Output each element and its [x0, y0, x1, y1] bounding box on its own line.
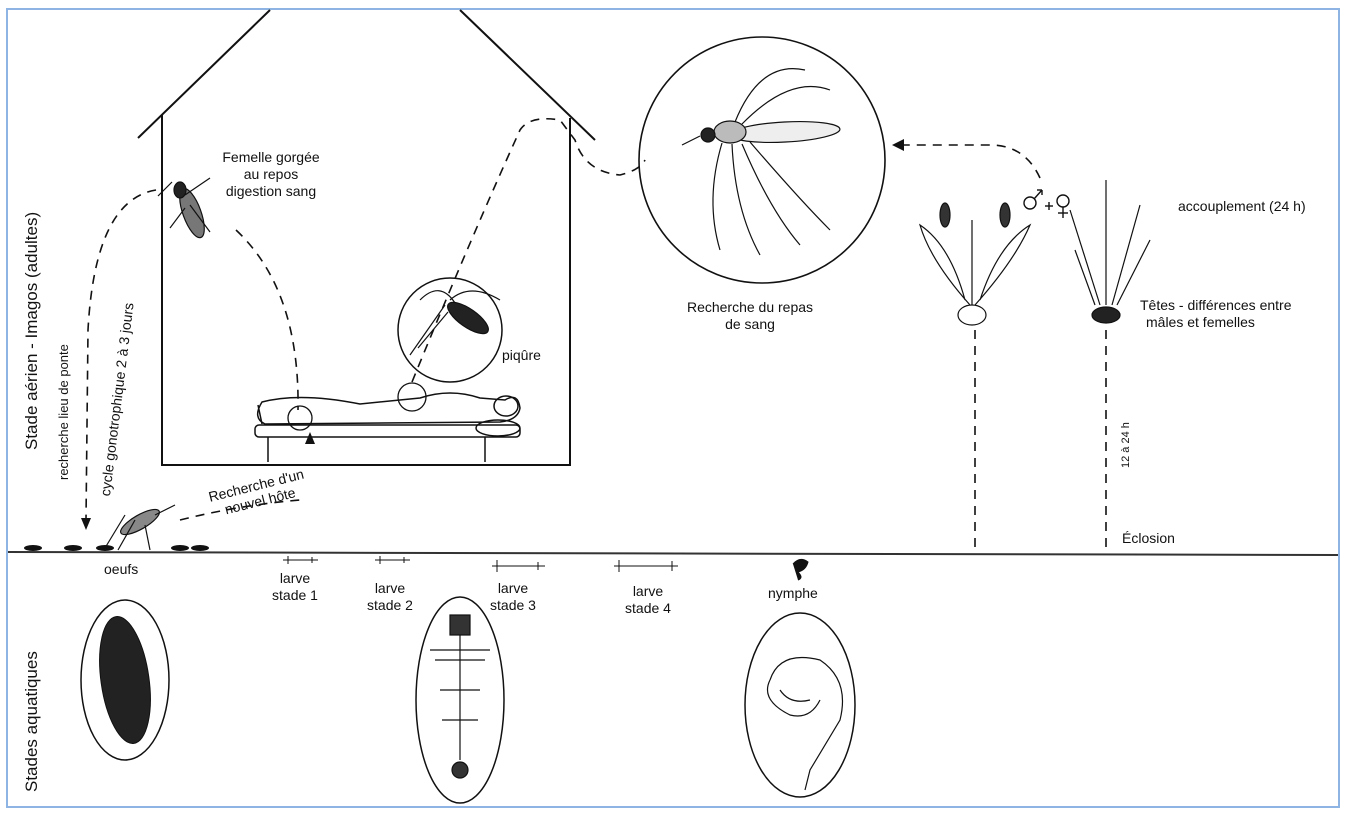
blood-meal-line-2: de sang: [670, 316, 830, 333]
larva-stage-2-label: larve stade 2: [355, 580, 425, 614]
larva-stage-1-label: larve stade 1: [260, 570, 330, 604]
larva3-line-1: larve: [478, 580, 548, 597]
fed-female-line-1: Femelle gorgée: [206, 149, 336, 166]
fed-female-label: Femelle gorgée au repos digestion sang: [206, 149, 336, 200]
water-surface-line: [8, 552, 1338, 555]
fed-female-line-2: au repos: [206, 166, 336, 183]
larva1-line-2: stade 1: [260, 587, 330, 604]
biting-mosquito: [410, 291, 500, 355]
hatching-label: Éclosion: [1122, 530, 1175, 547]
sleeping-person: [255, 393, 520, 462]
blood-meal-label: Recherche du repas de sang: [670, 299, 830, 333]
larva-stage-3-label: larve stade 3: [478, 580, 548, 614]
aquatic-stage-label: Stades aquatiques: [22, 651, 42, 792]
laying-mosquito: [105, 505, 175, 550]
pupa-label: nymphe: [768, 585, 818, 602]
heads-line-1: Têtes - différences entre: [1140, 297, 1291, 314]
larvae-icons: [283, 556, 678, 572]
egg-detail: [92, 613, 157, 746]
house: [138, 10, 595, 465]
male-head: [920, 203, 1030, 325]
search-laying-label: recherche lieu de ponte: [56, 344, 71, 480]
resting-female-mosquito: [158, 178, 210, 241]
mating-label: accouplement (24 h): [1178, 198, 1306, 215]
bite-spot-circle: [288, 406, 312, 430]
larva-stage-4-label: larve stade 4: [613, 583, 683, 617]
arrow-head-blood-meal: [892, 139, 904, 151]
larva2-line-2: stade 2: [355, 597, 425, 614]
sex-symbols: [1024, 190, 1069, 218]
pupa-inset-oval: [745, 613, 855, 797]
larva3-line-2: stade 3: [478, 597, 548, 614]
larva1-line-1: larve: [260, 570, 330, 587]
larva4-line-1: larve: [613, 583, 683, 600]
duration-label: 12 à 24 h: [1120, 422, 1132, 468]
female-head: [1070, 180, 1150, 323]
heads-label: Têtes - différences entre mâles et femel…: [1140, 297, 1291, 331]
fed-female-line-3: digestion sang: [206, 183, 336, 200]
eggs-label: oeufs: [104, 561, 138, 578]
pupa-icon: [793, 559, 808, 580]
heads-line-2: mâles et femelles: [1140, 314, 1291, 331]
bite-label: piqûre: [502, 347, 541, 364]
host-seeking-mosquito: [682, 69, 840, 255]
eggs-on-surface: [24, 545, 209, 551]
arrow-head-bite: [305, 432, 315, 444]
air-stage-label: Stade aérien - Imagos (adultes): [22, 212, 42, 450]
arrow-head-laying: [81, 518, 91, 530]
blood-meal-circle: [639, 37, 885, 283]
larva2-line-1: larve: [355, 580, 425, 597]
pupa-detail: [768, 658, 843, 791]
blood-meal-line-1: Recherche du repas: [670, 299, 830, 316]
larva-detail: [430, 615, 490, 778]
larva4-line-2: stade 4: [613, 600, 683, 617]
